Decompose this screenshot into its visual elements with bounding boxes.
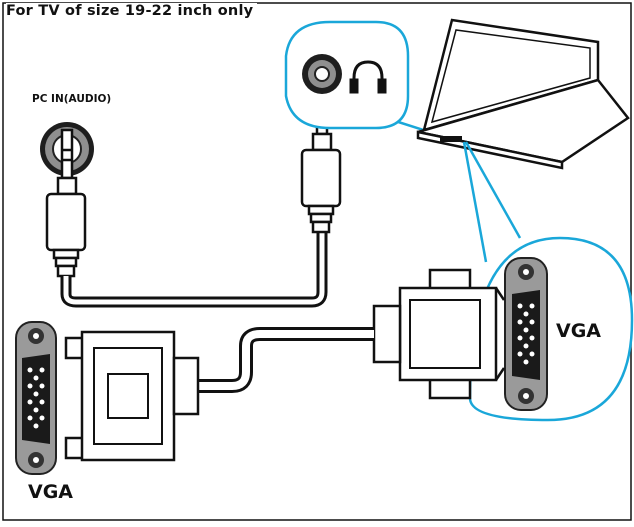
pc-in-audio-label: PC IN(AUDIO) (32, 93, 112, 105)
vga-plug-tv (64, 330, 200, 462)
vga-port-pc (504, 257, 548, 411)
vga-plug-pc (372, 268, 506, 400)
vga-label-tv: VGA (28, 481, 74, 503)
laptop-pc (416, 18, 630, 170)
diagram-title: For TV of size 19-22 inch only (6, 3, 258, 19)
audio-plug-tv (45, 128, 87, 278)
audio-callout (284, 20, 437, 136)
audio-cable (60, 232, 328, 308)
vga-port-tv (15, 321, 57, 475)
vga-label-pc: VGA (556, 320, 602, 342)
vga-cable (198, 327, 374, 393)
diagram-frame (2, 2, 632, 521)
audio-jack-icon (302, 54, 342, 94)
headphones-icon (349, 60, 387, 94)
